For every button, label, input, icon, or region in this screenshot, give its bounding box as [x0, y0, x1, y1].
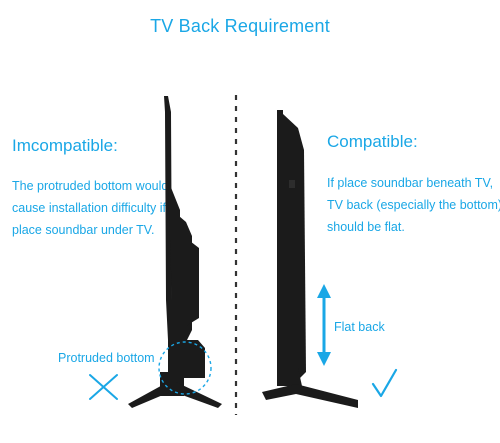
- compatible-description-line: TV back (especially the bottom): [327, 198, 500, 212]
- protruded-highlight-circle: [158, 341, 212, 395]
- flat-back-arrow: [317, 284, 331, 366]
- compatible-description-line: should be flat.: [327, 220, 405, 234]
- incompatible-heading: Imcompatible:: [12, 136, 118, 155]
- incompatible-description: The protruded bottom would cause install…: [12, 175, 172, 241]
- incompatible-description-line: place soundbar under TV.: [12, 223, 155, 237]
- compatible-description: If place soundbar beneath TV, TV back (e…: [327, 172, 500, 238]
- incompatible-description-line: The protruded bottom would: [12, 179, 169, 193]
- flat-back-label: Flat back: [334, 320, 385, 334]
- cross-icon: [89, 374, 118, 400]
- compatible-heading: Compatible:: [327, 132, 418, 151]
- protruded-bottom-label: Protruded bottom: [58, 351, 155, 365]
- compatible-description-line: If place soundbar beneath TV,: [327, 176, 494, 190]
- incompatible-tv: [128, 96, 222, 408]
- page-title: TV Back Requirement: [150, 16, 330, 36]
- incompatible-description-line: cause installation difficulty if: [12, 201, 167, 215]
- check-icon: [371, 368, 398, 398]
- compatible-tv: [262, 110, 358, 408]
